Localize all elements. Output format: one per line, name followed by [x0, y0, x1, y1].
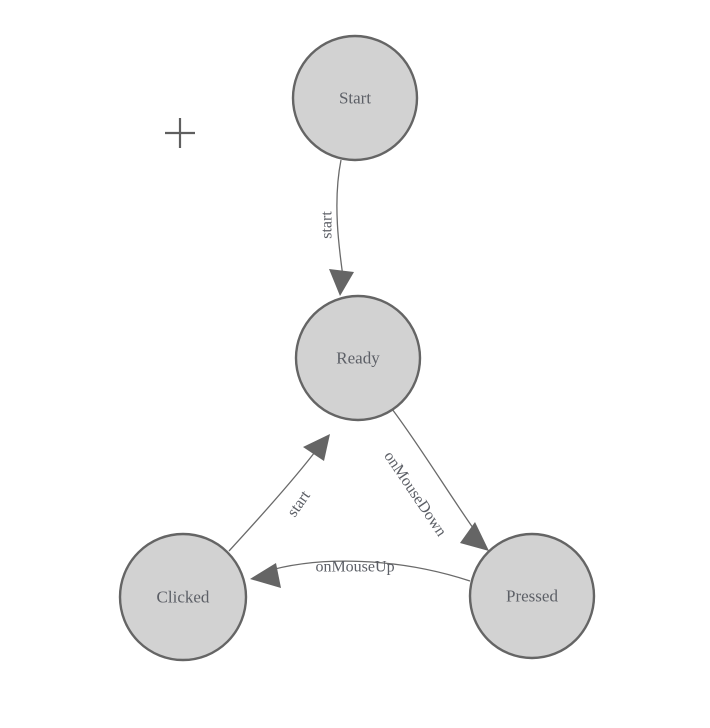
edge-clicked-to-ready[interactable]: start: [228, 434, 330, 552]
node-circle-start[interactable]: [291, 34, 419, 162]
edge-label-onmousedown: onMouseDown: [380, 448, 449, 539]
crosshair-marker: [165, 118, 195, 148]
node-label-start: Start: [339, 89, 371, 108]
edge-path-ready-to-pressed[interactable]: [391, 408, 479, 536]
edge-label-start: start: [319, 211, 336, 239]
edge-label-start-2: start: [284, 487, 314, 520]
edge-pressed-to-clicked[interactable]: onMouseUp: [250, 559, 471, 589]
node-clicked[interactable]: Clicked: [118, 532, 248, 662]
edge-ready-to-pressed[interactable]: onMouseDown: [380, 408, 489, 551]
arrowhead-icon: [460, 522, 489, 551]
node-start[interactable]: Start: [291, 34, 419, 162]
node-circle-clicked[interactable]: [118, 532, 248, 662]
edge-path-clicked-to-ready[interactable]: [228, 447, 319, 552]
node-ready[interactable]: Ready: [294, 294, 422, 422]
node-circle-pressed[interactable]: [468, 532, 596, 660]
node-label-clicked: Clicked: [157, 588, 210, 607]
node-pressed[interactable]: Pressed: [468, 532, 596, 660]
node-circle-ready[interactable]: [294, 294, 422, 422]
edge-path-pressed-to-clicked[interactable]: [263, 560, 471, 582]
edge-start-to-ready[interactable]: start: [319, 159, 355, 296]
node-label-ready: Ready: [336, 349, 380, 368]
node-label-pressed: Pressed: [506, 587, 558, 606]
arrowhead-icon: [250, 563, 281, 588]
edge-path-start-to-ready[interactable]: [336, 159, 345, 285]
nodes-layer: Start Ready Clicked Pressed: [118, 34, 596, 662]
arrowhead-icon: [303, 434, 330, 461]
edge-label-onmouseup: onMouseUp: [315, 559, 394, 576]
arrowhead-icon: [329, 269, 354, 296]
